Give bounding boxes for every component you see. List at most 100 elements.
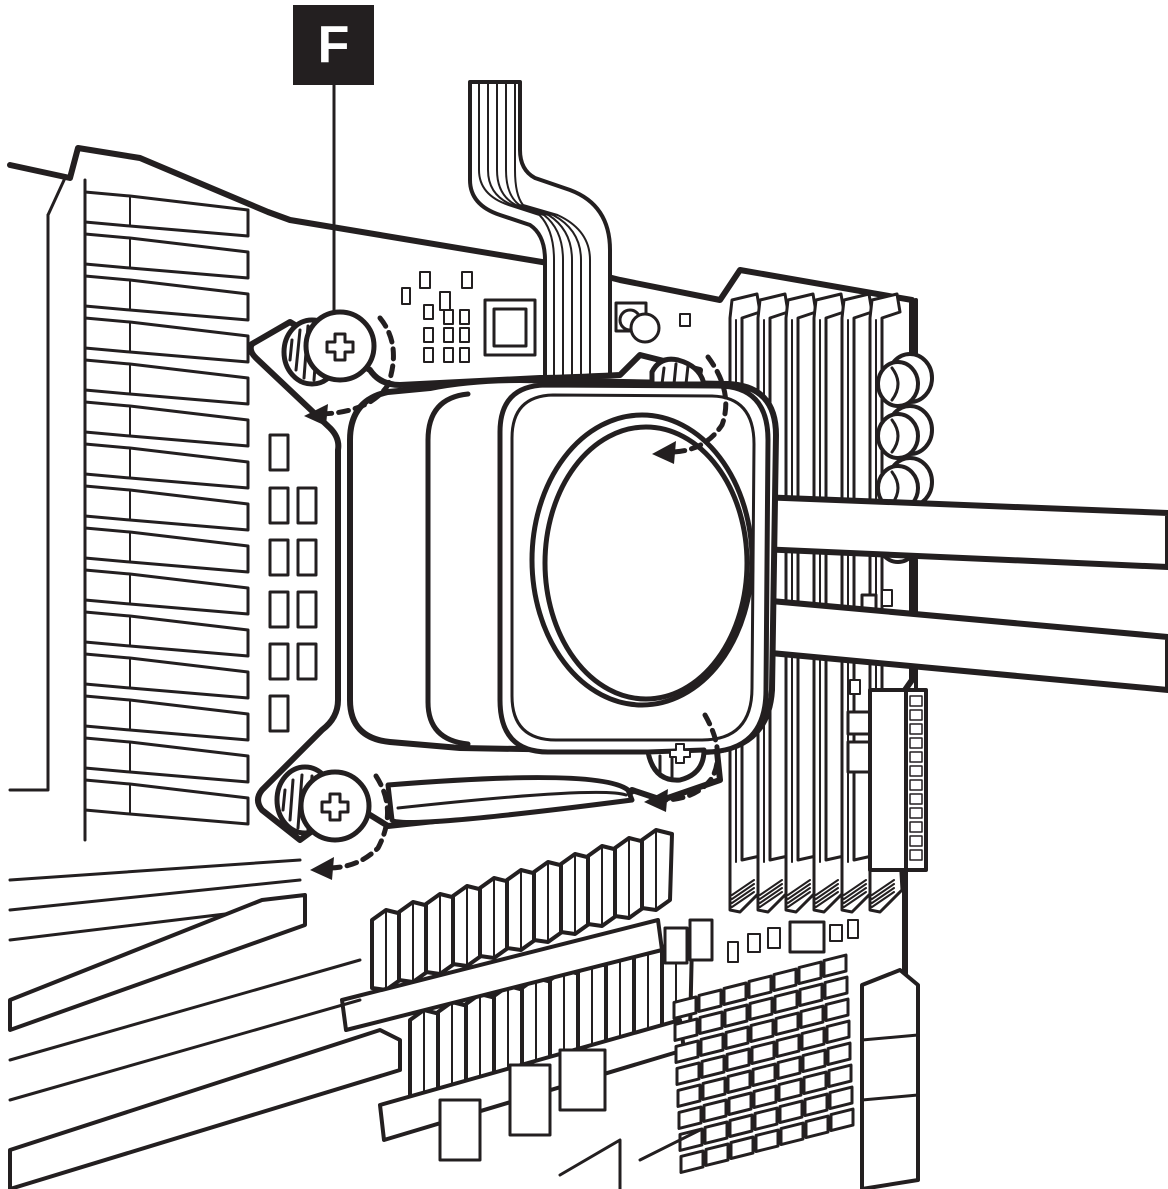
screw-bottom-right [648,744,704,780]
grid-chip [678,1085,700,1106]
grid-chip [674,997,696,1018]
grid-chip [824,955,846,976]
grid-chip [704,1100,726,1121]
pcie-slot [85,738,248,782]
grid-chip [677,1063,699,1084]
grid-chip [827,1021,849,1042]
board-components-upper [270,272,690,731]
grid-chip [756,1130,778,1151]
grid-chip [681,1151,703,1172]
grid-chip [806,1116,828,1137]
chip-grid [674,955,853,1172]
grid-chip [703,1078,725,1099]
atx-pin [910,808,922,818]
cable-wire [488,82,563,385]
atx-pin [910,752,922,762]
cable-wire [497,82,572,385]
grid-chip [751,1020,773,1041]
grid-chip [725,1005,747,1026]
atx-pin [910,696,922,706]
pcie-slot [85,486,248,530]
atx-pin [910,794,922,804]
pcie-slot [85,654,248,698]
grid-chip [701,1034,723,1055]
pcie-slot-bank [10,178,248,840]
arrowhead-icon [644,789,668,812]
grid-chip [753,1064,775,1085]
cable-wire [479,82,554,385]
grid-chip [802,1028,824,1049]
arrowhead-icon [304,404,328,426]
phillips-cross-icon [322,794,348,820]
atx-pin [910,724,922,734]
arrowhead-icon [652,441,676,464]
pcie-slot [85,318,248,362]
pcie-slot [85,360,248,404]
grid-chip [752,1042,774,1063]
grid-chip [805,1094,827,1115]
pcie-slot [85,276,248,320]
screw-top-right [652,359,704,384]
grid-chip [731,1137,753,1158]
grid-chip [825,977,847,998]
grid-chip [776,1013,798,1034]
rotation-arrows [304,318,726,880]
grid-chip [706,1144,728,1165]
callout-label-f: F [293,5,374,85]
cable-bundle [470,82,610,385]
atx-pin [910,822,922,832]
grid-chip [702,1056,724,1077]
atx-pin [910,766,922,776]
grid-chip [801,1006,823,1027]
grid-chip [750,998,772,1019]
grid-chip [830,1087,852,1108]
atx-pin [910,780,922,790]
grid-chip [775,991,797,1012]
grid-chip [826,999,848,1020]
atx-pin [910,850,922,860]
grid-chip [799,962,821,983]
grid-chip [727,1049,749,1070]
grid-chip [777,1035,799,1056]
grid-chip [829,1065,851,1086]
grid-chip [781,1123,803,1144]
grid-chip [779,1079,801,1100]
pcie-slot [85,612,248,656]
pcie-slot [85,528,248,572]
grid-chip [679,1107,701,1128]
grid-chip [800,984,822,1005]
phillips-cross-icon [327,334,353,360]
grid-chip [749,976,771,997]
grid-chip [804,1072,826,1093]
grid-chip [730,1115,752,1136]
pcie-slot [85,192,248,236]
pump-head [350,380,776,752]
screw-bottom-left [277,767,369,840]
grid-chip [726,1027,748,1048]
pcie-slot [85,402,248,446]
atx-pin [910,836,922,846]
grid-chip [780,1101,802,1122]
board-components-lower [10,860,918,1189]
grid-chip [705,1122,727,1143]
grid-chip [680,1129,702,1150]
grid-chip [675,1019,697,1040]
grid-chip [831,1109,853,1130]
grid-chip [676,1041,698,1062]
grid-chip [754,1086,776,1107]
grid-chip [828,1043,850,1064]
grid-chip [700,1012,722,1033]
grid-chip [728,1071,750,1092]
grid-chip [729,1093,751,1114]
cable-wire [515,82,590,385]
grid-chip [774,969,796,990]
pcie-slot [85,780,248,824]
grid-chip [724,983,746,1004]
atx-pin [910,710,922,720]
cable-wire [506,82,581,385]
atx-pin [910,738,922,748]
pcie-slot [85,444,248,488]
grid-chip [699,990,721,1011]
pcie-slot [85,570,248,614]
pcie-slot [85,696,248,740]
